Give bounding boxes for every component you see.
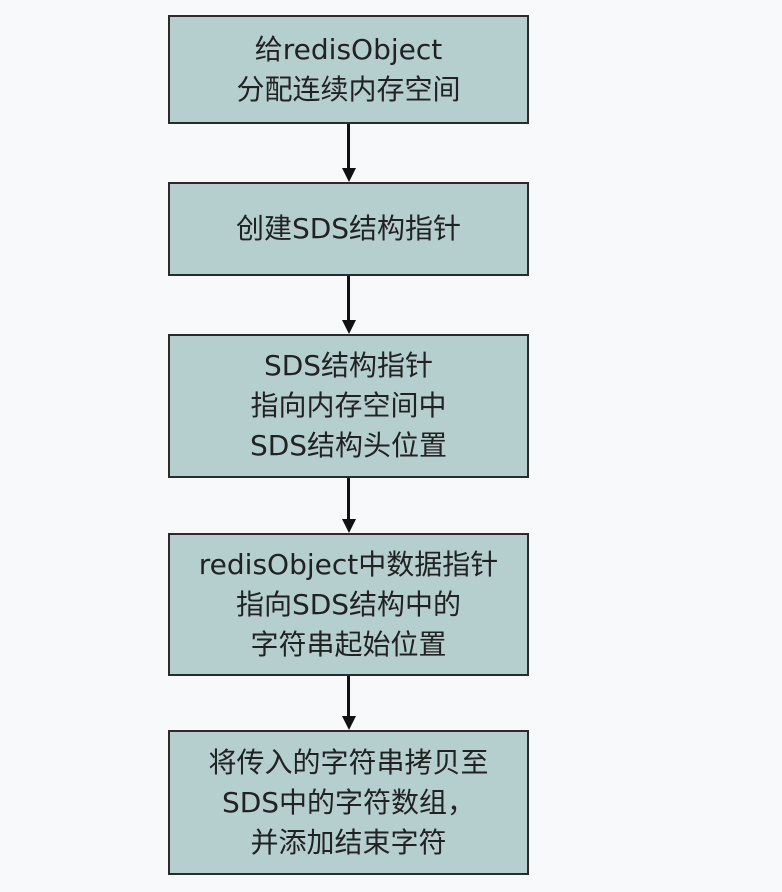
step-create-sds-pointer: 创建SDS结构指针 [168,182,529,276]
flow-arrow [342,276,356,334]
step-point-sds-header: SDS结构指针 指向内存空间中 SDS结构头位置 [168,334,529,478]
arrow-head [342,519,356,533]
step-text-line: 指向内存空间中 [250,389,447,422]
step-text-line: SDS中的字符数组， [221,785,476,819]
arrow-head [342,168,356,182]
step-copy-string: 将传入的字符串拷贝至 SDS中的字符数组， 并添加结束字符 [168,730,529,875]
step-text-line: 给redisObject [254,32,443,66]
step-text-line: SDS结构指针 [263,349,434,382]
step-text-line: 创建SDS结构指针 [235,212,462,245]
step-text-line: 指向SDS结构中的 [235,587,462,621]
step-text-line: 分配连续内存空间 [236,72,461,106]
flow-arrow [342,676,356,730]
flow-arrow [342,478,356,533]
step-text-line: redisObject中数据指针 [198,547,499,581]
step-point-data-to-string: redisObject中数据指针 指向SDS结构中的 字符串起始位置 [168,533,529,676]
arrow-shaft [347,676,350,720]
arrow-shaft [347,276,350,324]
flow-arrow [342,124,356,182]
arrow-shaft [347,478,350,523]
arrow-head [342,320,356,334]
arrow-shaft [347,124,350,172]
step-text-line: 将传入的字符串拷贝至 [208,745,489,779]
step-text-line: 并添加结束字符 [250,825,447,859]
step-text-line: 字符串起始位置 [250,627,447,661]
step-text-line: SDS结构头位置 [249,429,448,462]
arrow-head [342,716,356,730]
step-allocate-memory: 给redisObject 分配连续内存空间 [168,15,529,124]
